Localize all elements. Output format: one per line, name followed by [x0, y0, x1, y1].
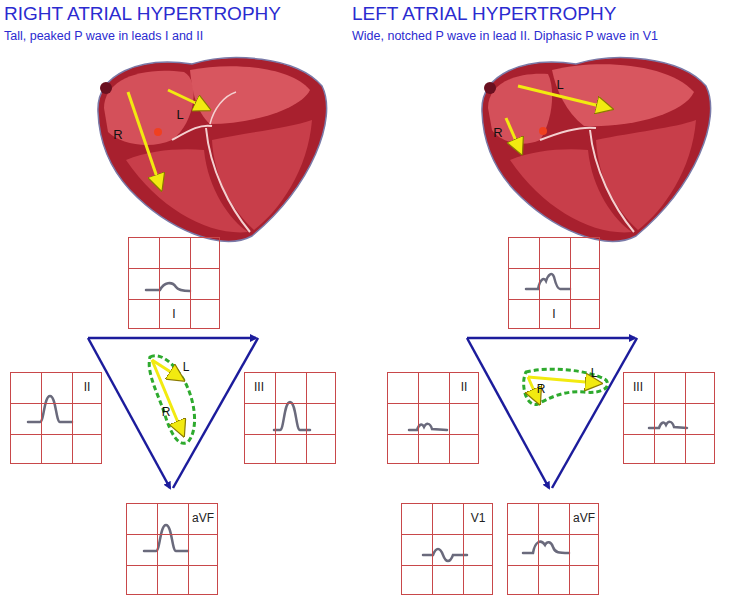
lead-name: I [172, 307, 175, 321]
lead-grid: I [508, 237, 600, 329]
lead-name: aVF [573, 511, 595, 525]
lead-name: II [84, 380, 91, 394]
heart-drawing [482, 58, 711, 242]
lead-grid: aVF [126, 503, 218, 595]
lead-name: I [552, 307, 555, 321]
vector-loop [149, 356, 607, 444]
vector-label: R [161, 405, 172, 419]
panel-subtitle: Wide, notched P wave in lead II. Diphasi… [352, 29, 658, 43]
panel-title: LEFT ATRIAL HYPERTROPHY [352, 3, 616, 25]
lead-grid: III [623, 372, 715, 464]
vector-label: L [182, 360, 191, 374]
lead-name: V1 [471, 511, 486, 525]
lead-grid: III [244, 372, 336, 464]
panel-title: RIGHT ATRIAL HYPERTROPHY [4, 3, 281, 25]
vector-label: L [590, 366, 599, 380]
panel-subtitle: Tall, peaked P wave in leads I and II [4, 29, 203, 43]
lead-grid: II [387, 372, 479, 464]
vector-label: R [536, 382, 547, 396]
lead-name: aVF [192, 511, 214, 525]
lead-grid: aVF [507, 503, 599, 595]
heart-drawing [98, 58, 327, 242]
vector-label: R [113, 127, 122, 142]
vector-label: L [176, 107, 183, 122]
lead-name: III [254, 380, 264, 394]
lead-name: II [461, 380, 468, 394]
vector-label: L [556, 77, 563, 92]
einthoven-triangle [88, 338, 637, 488]
lead-grid: II [10, 372, 102, 464]
vector-label: R [493, 125, 502, 140]
lead-grid: V1 [401, 503, 493, 595]
lead-name: III [633, 380, 643, 394]
lead-grid: I [128, 237, 220, 329]
